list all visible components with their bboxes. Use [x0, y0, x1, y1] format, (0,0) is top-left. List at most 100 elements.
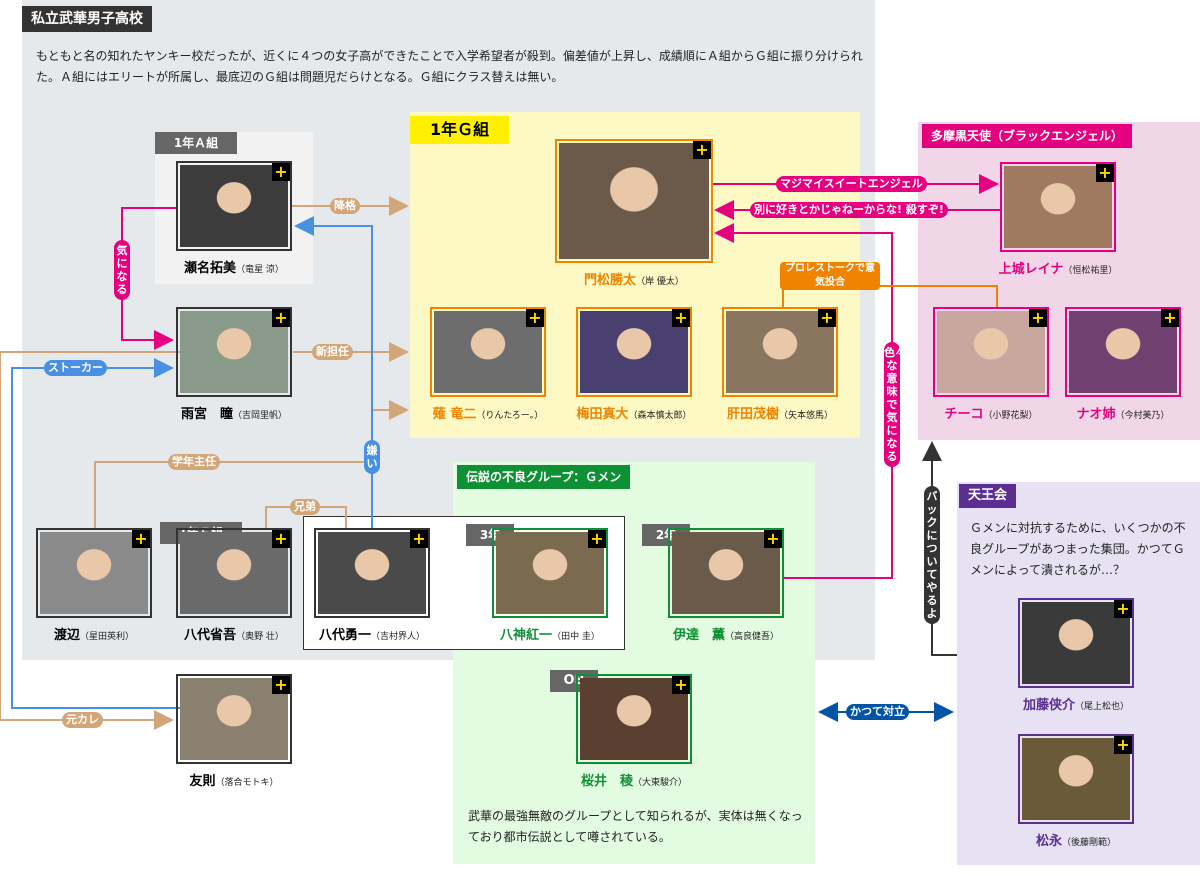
- portrait-image: [1022, 602, 1130, 684]
- actor-name: （尾上松也）: [1075, 702, 1130, 712]
- expand-plus-icon[interactable]: +: [818, 309, 836, 327]
- amamiya-name: 雨宮 瞳（吉岡里帆）: [146, 403, 322, 422]
- character-name: 雨宮 瞳: [180, 407, 233, 422]
- character-name: 桜井 稜: [580, 774, 633, 789]
- character-name: 上城レイナ: [998, 262, 1064, 277]
- expand-plus-icon[interactable]: +: [1161, 309, 1179, 327]
- sakurai-photo[interactable]: +: [576, 674, 692, 764]
- kamijo-name: 上城レイナ（恒松祐里）: [970, 258, 1146, 277]
- actor-name: （森本慎太郎）: [628, 411, 692, 421]
- expand-plus-icon[interactable]: +: [672, 309, 690, 327]
- expand-plus-icon[interactable]: +: [132, 530, 150, 548]
- portrait-image: [580, 311, 688, 393]
- actor-name: （吉村界人）: [371, 632, 426, 642]
- tomonori-name: 友則（落合モトキ）: [146, 770, 322, 789]
- gmen-description: 武華の最強無敵のグループとして知られるが、実体は無くなっており都市伝説として噂さ…: [468, 809, 803, 844]
- label-sweet-angel: マジマイスイートエンジェル: [776, 176, 927, 192]
- amamiya-photo[interactable]: +: [176, 307, 292, 397]
- umeda-photo[interactable]: +: [576, 307, 692, 397]
- nao-photo[interactable]: +: [1065, 307, 1181, 397]
- character-name: 友則: [189, 774, 216, 789]
- expand-plus-icon[interactable]: +: [672, 676, 690, 694]
- school-description: もともと名の知れたヤンキー校だったが、近くに４つの女子高ができたことで入学希望者…: [36, 49, 863, 84]
- character-name: ナオ姉: [1076, 407, 1116, 422]
- tenno-title: 天王会: [959, 484, 1017, 508]
- expand-plus-icon[interactable]: +: [272, 163, 290, 181]
- yashiro-y-name: 八代勇一（吉村界人）: [284, 624, 460, 643]
- character-name: 門松勝太: [584, 273, 637, 288]
- nagi-photo[interactable]: +: [430, 307, 546, 397]
- actor-name: （恒松祐里）: [1063, 266, 1118, 276]
- character-name: 伊達 薫: [672, 628, 725, 643]
- portrait-image: [937, 311, 1045, 393]
- portrait-image: [1022, 738, 1130, 820]
- sena-photo[interactable]: +: [176, 161, 292, 251]
- actor-name: （田中 圭）: [552, 632, 600, 642]
- actor-name: （高良健吾）: [725, 632, 780, 642]
- label-gakunen: 学年主任: [168, 454, 220, 470]
- yashiro-y-photo[interactable]: +: [314, 528, 430, 618]
- chiko-photo[interactable]: +: [933, 307, 1049, 397]
- label-kininaru: 気になる: [114, 240, 130, 300]
- character-name: 八代省吾: [184, 628, 237, 643]
- label-kirai: 嫌い: [364, 440, 380, 474]
- portrait-image: [559, 143, 709, 259]
- expand-plus-icon[interactable]: +: [410, 530, 428, 548]
- portrait-image: [180, 532, 288, 614]
- kadomatsu-photo[interactable]: +: [555, 139, 713, 263]
- expand-plus-icon[interactable]: +: [272, 676, 290, 694]
- label-shintan: 新担任: [312, 344, 353, 360]
- portrait-image: [434, 311, 542, 393]
- yashiro-s-photo[interactable]: +: [176, 528, 292, 618]
- expand-plus-icon[interactable]: +: [588, 530, 606, 548]
- kamijo-photo[interactable]: +: [1000, 162, 1116, 252]
- expand-plus-icon[interactable]: +: [764, 530, 782, 548]
- character-name: 松永: [1035, 834, 1062, 849]
- date-photo[interactable]: +: [668, 528, 784, 618]
- portrait-image: [580, 678, 688, 760]
- kimoda-name: 肝田茂樹（矢本悠馬）: [692, 403, 868, 422]
- actor-name: （大東駿介）: [633, 778, 688, 788]
- portrait-image: [726, 311, 834, 393]
- character-name: 肝田茂樹: [726, 407, 779, 422]
- actor-name: （後藤剛範）: [1062, 838, 1117, 848]
- character-name: チーコ: [944, 407, 984, 422]
- actor-name: （吉岡里帆）: [233, 411, 288, 421]
- watanabe-name: 渡辺（星田英利）: [6, 624, 182, 643]
- kadomatsu-name: 門松勝太（岸 優太）: [525, 269, 743, 288]
- chiko-name: チーコ（小野花梨）: [903, 403, 1079, 422]
- expand-plus-icon[interactable]: +: [1114, 600, 1132, 618]
- expand-plus-icon[interactable]: +: [272, 530, 290, 548]
- portrait-image: [1069, 311, 1177, 393]
- gmen-title: 伝説の不良グループ：Ｇメン: [457, 465, 631, 489]
- portrait-image: [496, 532, 604, 614]
- expand-plus-icon[interactable]: +: [1096, 164, 1114, 182]
- label-motokare: 元カレ: [62, 712, 103, 728]
- expand-plus-icon[interactable]: +: [272, 309, 290, 327]
- label-iroiro: 色々な意味で気になる: [884, 342, 906, 467]
- watanabe-photo[interactable]: +: [36, 528, 152, 618]
- sakurai-name: 桜井 稜（大東駿介）: [546, 770, 722, 789]
- actor-name: （矢本悠馬）: [779, 411, 834, 421]
- yagami-photo[interactable]: +: [492, 528, 608, 618]
- yagami-name: 八神紅一（田中 圭）: [462, 624, 638, 643]
- actor-name: （星田英利）: [80, 632, 135, 642]
- expand-plus-icon[interactable]: +: [1029, 309, 1047, 327]
- actor-name: （竜星 涼）: [236, 265, 284, 275]
- character-name: 薙 竜二: [432, 407, 477, 422]
- tomonori-photo[interactable]: +: [176, 674, 292, 764]
- expand-plus-icon[interactable]: +: [693, 141, 711, 159]
- character-name: 加藤侠介: [1022, 698, 1075, 713]
- kato-photo[interactable]: +: [1018, 598, 1134, 688]
- character-name: 瀬名拓美: [184, 261, 237, 276]
- actor-name: （小野花梨）: [983, 411, 1038, 421]
- sena-name: 瀬名拓美（竜星 涼）: [146, 257, 322, 276]
- expand-plus-icon[interactable]: +: [526, 309, 544, 327]
- actor-name: （今村美乃）: [1115, 411, 1170, 421]
- nao-name: ナオ姉（今村美乃）: [1035, 403, 1200, 422]
- expand-plus-icon[interactable]: +: [1114, 736, 1132, 754]
- portrait-image: [180, 165, 288, 247]
- label-suki: 別に好きとかじゃねーからな! 殺すぞ!: [750, 202, 948, 218]
- kimoda-photo[interactable]: +: [722, 307, 838, 397]
- matsunaga-photo[interactable]: +: [1018, 734, 1134, 824]
